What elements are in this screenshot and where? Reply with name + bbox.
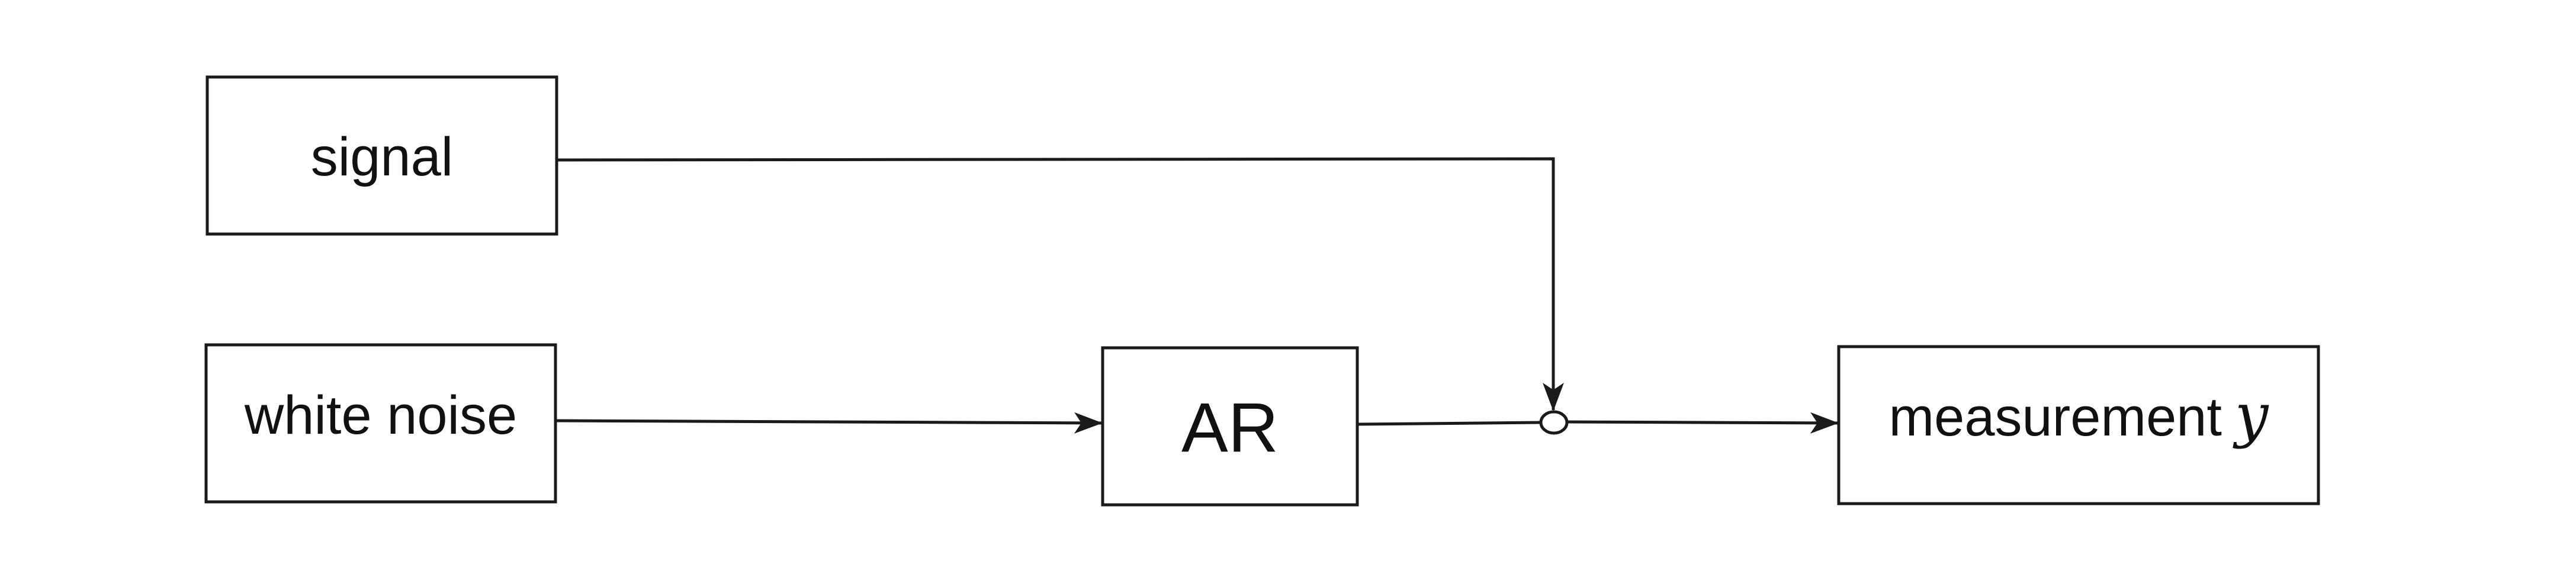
summing-junction	[1539, 410, 1569, 435]
edge-junction-to-measurement	[1566, 412, 1839, 434]
edge-signal-to-junction	[556, 157, 1564, 411]
edge-ar-to-junction	[1357, 421, 1541, 426]
measurement-label: measurement	[1889, 387, 2222, 447]
ar-label: AR	[1181, 389, 1279, 467]
measurement-symbol: y	[2233, 380, 2269, 450]
white-noise-label: white noise	[244, 385, 517, 446]
signal-block: signal	[205, 75, 558, 236]
ar-block: AR	[1101, 346, 1359, 507]
edge-white-noise-to-ar	[555, 412, 1103, 434]
white-noise-block: white noise	[204, 343, 557, 504]
signal-label: signal	[311, 127, 453, 187]
